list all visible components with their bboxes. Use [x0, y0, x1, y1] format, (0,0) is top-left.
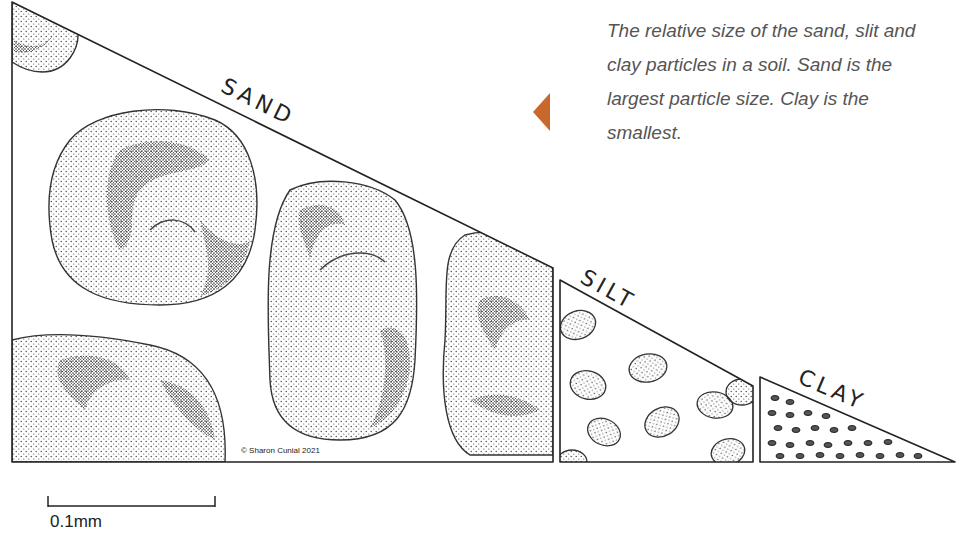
particle-size-panel: SAND: [12, 2, 553, 463]
copyright-note: © Sharon Cunial 2021: [241, 447, 320, 456]
scale-label: 0.1mm: [50, 513, 102, 532]
particle-size-panel: CLAY: [760, 377, 956, 463]
panel-outline: [12, 2, 553, 463]
sand-grains: [12, 2, 553, 462]
panel-label: SAND: [218, 75, 298, 129]
caption-text: The relative size of the sand, slit and …: [607, 14, 937, 150]
silt-grains: [556, 306, 758, 474]
particle-size-panel: SILT: [560, 280, 753, 463]
caption-pointer: [533, 93, 550, 131]
panel-outline: [560, 280, 753, 463]
panel-label: CLAY: [795, 366, 869, 414]
scale-bar: [48, 496, 215, 507]
